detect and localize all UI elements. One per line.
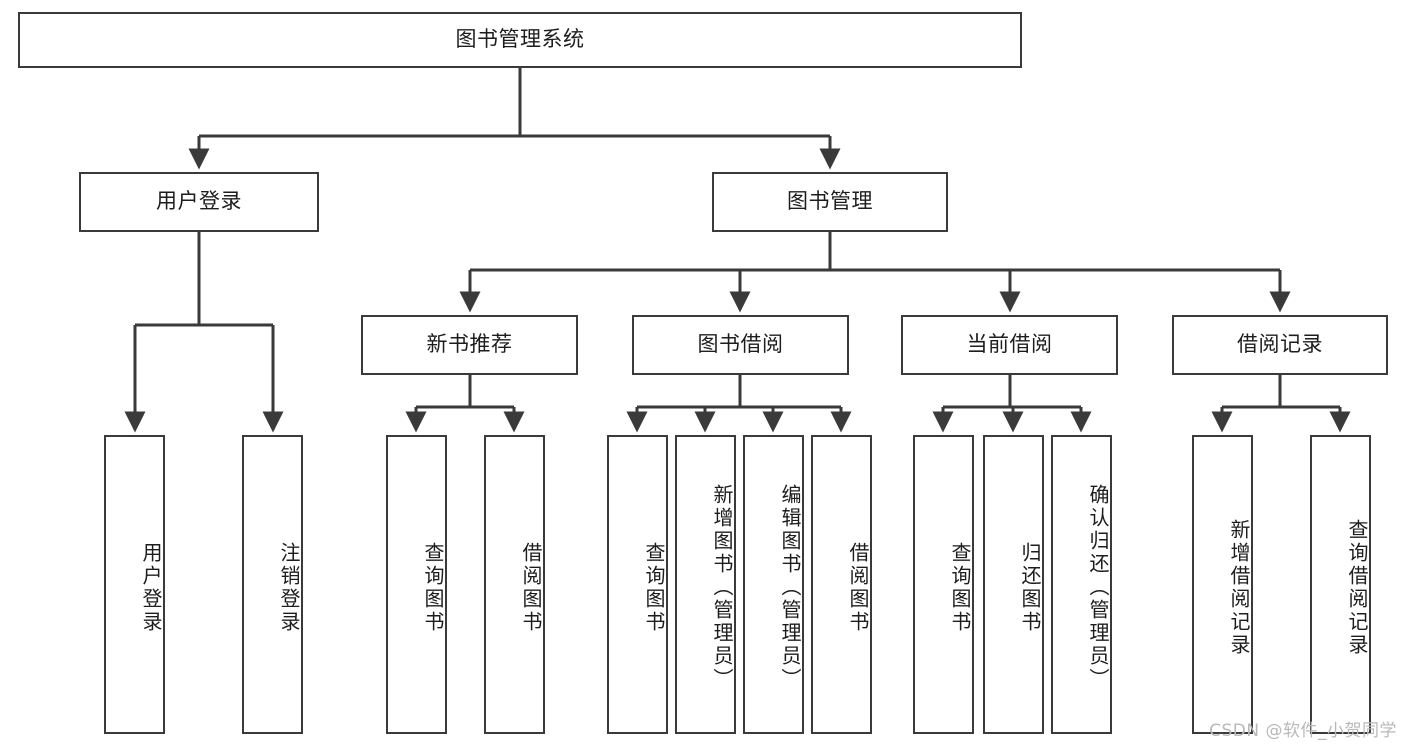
leaf-user-login[interactable]: 用户登录	[104, 435, 165, 734]
node-root[interactable]: 图书管理系统	[18, 12, 1022, 68]
node-user-login-label: 用户登录	[156, 189, 242, 214]
node-current-borrow-label: 当前借阅	[966, 332, 1053, 357]
leaf-confirm-return-admin[interactable]: 确认归还（管理员）	[1051, 435, 1112, 734]
node-new-book-recommend-label: 新书推荐	[426, 332, 513, 357]
node-book-borrow[interactable]: 图书借阅	[632, 315, 849, 375]
node-borrow-record-label: 借阅记录	[1237, 332, 1323, 357]
leaf-query-borrow-record-label: 查询借阅记录	[1345, 518, 1369, 657]
node-book-manage-label: 图书管理	[787, 189, 873, 214]
node-book-borrow-label: 图书借阅	[697, 332, 784, 357]
leaf-query-book-borrow[interactable]: 查询图书	[607, 435, 668, 734]
leaf-return-book[interactable]: 归还图书	[983, 435, 1044, 734]
leaf-confirm-return-admin-label: 确认归还（管理员）	[1086, 484, 1110, 691]
leaf-user-login-label: 用户登录	[139, 541, 163, 634]
leaf-query-borrow-record[interactable]: 查询借阅记录	[1310, 435, 1371, 734]
node-root-label: 图书管理系统	[455, 27, 585, 52]
leaf-borrow-book-newbook-label: 借阅图书	[519, 541, 543, 634]
leaf-add-borrow-record-label: 新增借阅记录	[1227, 518, 1251, 657]
leaf-add-book-admin[interactable]: 新增图书（管理员）	[675, 435, 736, 734]
leaf-query-book-borrow-label: 查询图书	[642, 541, 666, 634]
leaf-borrow-book-label: 借阅图书	[846, 541, 870, 634]
leaf-query-book-newbook-label: 查询图书	[421, 541, 445, 634]
csdn-watermark: CSDN @软件_小贺同学	[1209, 721, 1397, 741]
leaf-return-book-label: 归还图书	[1018, 541, 1042, 634]
node-book-manage[interactable]: 图书管理	[712, 172, 948, 232]
node-user-login[interactable]: 用户登录	[79, 172, 319, 232]
node-borrow-record[interactable]: 借阅记录	[1172, 315, 1388, 375]
leaf-query-book-current[interactable]: 查询图书	[913, 435, 974, 734]
leaf-logout-label: 注销登录	[277, 541, 301, 634]
leaf-logout[interactable]: 注销登录	[242, 435, 303, 734]
node-new-book-recommend[interactable]: 新书推荐	[361, 315, 578, 375]
leaf-edit-book-admin-label: 编辑图书（管理员）	[778, 484, 802, 691]
leaf-borrow-book-newbook[interactable]: 借阅图书	[484, 435, 545, 734]
node-current-borrow[interactable]: 当前借阅	[901, 315, 1118, 375]
leaf-add-book-admin-label: 新增图书（管理员）	[710, 484, 734, 691]
leaf-edit-book-admin[interactable]: 编辑图书（管理员）	[743, 435, 804, 734]
leaf-query-book-current-label: 查询图书	[948, 541, 972, 634]
leaf-query-book-newbook[interactable]: 查询图书	[386, 435, 447, 734]
leaf-add-borrow-record[interactable]: 新增借阅记录	[1192, 435, 1253, 734]
leaf-borrow-book[interactable]: 借阅图书	[811, 435, 872, 734]
